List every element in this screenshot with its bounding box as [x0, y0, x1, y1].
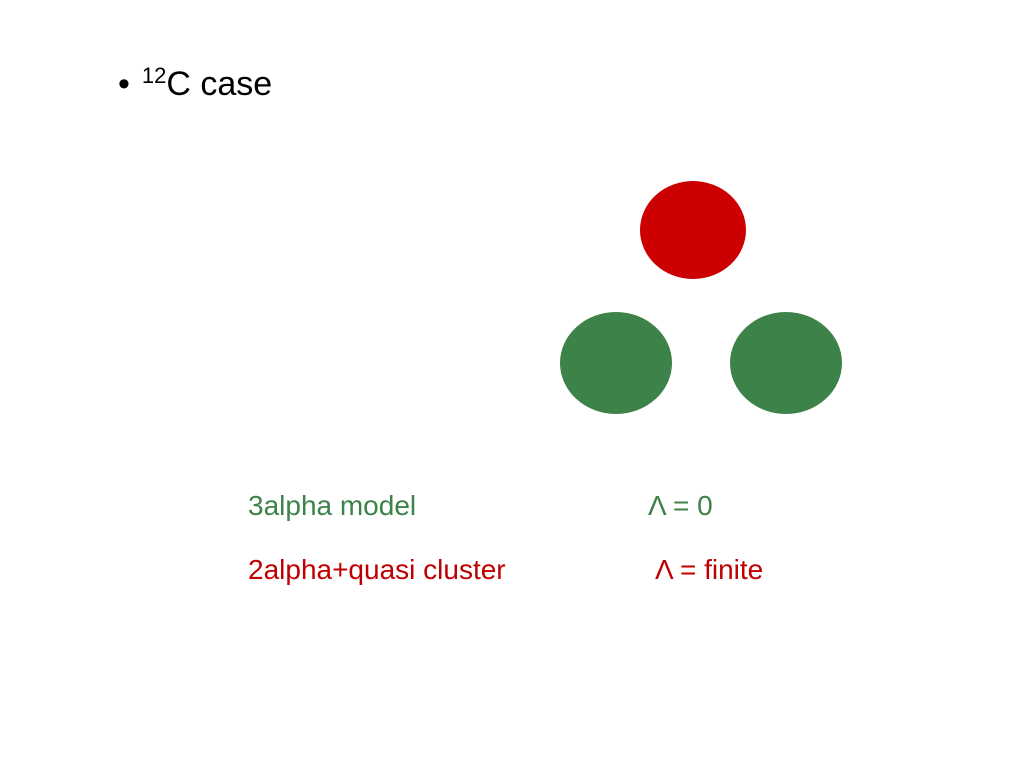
quasi-cluster-circle	[640, 181, 746, 279]
alpha-cluster-circle-left	[560, 312, 672, 414]
slide-heading: • 12C case	[118, 62, 272, 106]
model-label-quasi-cluster: 2alpha+quasi cluster	[248, 554, 506, 585]
model-label-3alpha: 3alpha model	[248, 490, 417, 521]
alpha-cluster-circle-right	[730, 312, 842, 414]
lambda-value-quasi-cluster: Λ = finite	[655, 554, 764, 585]
mass-number-superscript: 12	[141, 63, 167, 88]
bullet-point: •	[118, 65, 130, 103]
lambda-value-3alpha: Λ = 0	[648, 490, 713, 521]
heading-text: C case	[166, 65, 273, 103]
